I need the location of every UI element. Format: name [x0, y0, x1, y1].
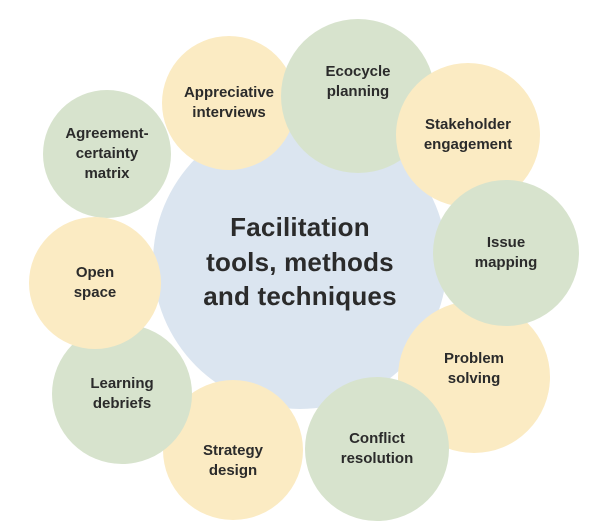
bubble-conflict-resolution: Conflict resolution	[305, 377, 449, 521]
bubble-label-learning-debriefs: Learning debriefs	[90, 374, 154, 412]
bubble-label-conflict-resolution: Conflict resolution	[340, 429, 414, 467]
bubble-label-stakeholder-engagement: Stakeholder engagement	[423, 115, 513, 153]
bubble-label-issue-mapping: Issue mapping	[474, 233, 538, 271]
bubble-agreement-certainty-matrix: Agreement- certainty matrix	[43, 90, 171, 218]
bubble-open-space: Open space	[29, 217, 161, 349]
bubble-label-agreement-certainty-matrix: Agreement- certainty matrix	[65, 124, 149, 183]
bubble-label-ecocycle-planning: Ecocycle planning	[325, 62, 391, 100]
center-circle: Facilitation tools, methods and techniqu…	[153, 115, 447, 409]
bubble-label-problem-solving: Problem solving	[443, 349, 504, 387]
bubble-appreciative-interviews: Appreciative interviews	[162, 36, 296, 170]
bubble-label-appreciative-interviews: Appreciative interviews	[183, 83, 275, 121]
bubble-learning-debriefs: Learning debriefs	[52, 324, 192, 464]
bubble-label-strategy-design: Strategy design	[202, 441, 264, 479]
bubble-label-open-space: Open space	[73, 263, 117, 301]
bubble-issue-mapping: Issue mapping	[433, 180, 579, 326]
diagram-title: Facilitation tools, methods and techniqu…	[203, 212, 397, 312]
